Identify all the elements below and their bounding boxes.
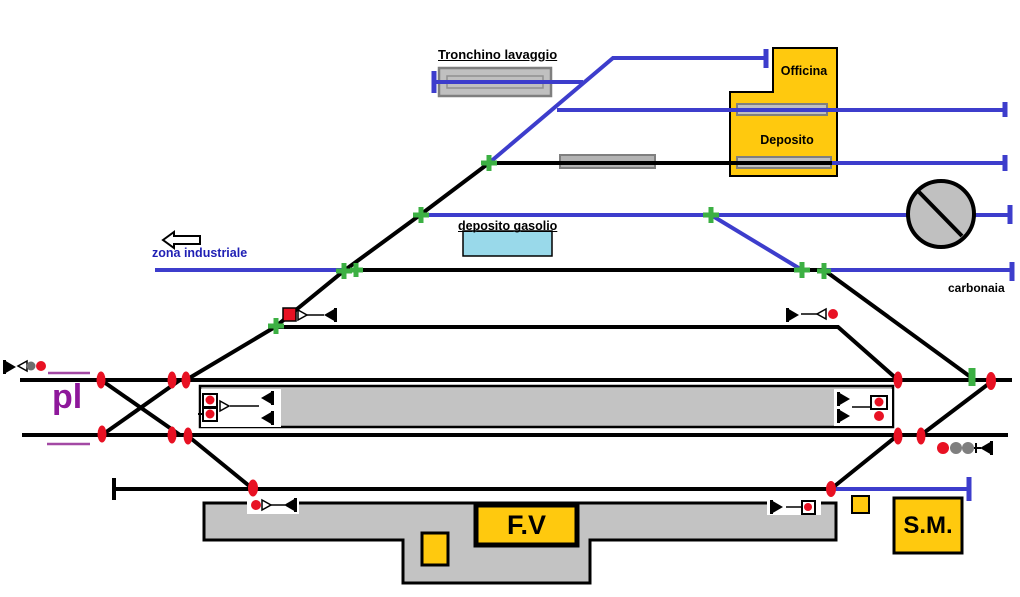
industrial-zone-label: zona industriale — [152, 246, 248, 260]
junction-marker — [794, 262, 810, 278]
junction-marker — [893, 371, 903, 389]
signal-icon-platform-track-west — [247, 497, 299, 514]
junction-marker — [413, 207, 429, 223]
junction-marker — [893, 427, 903, 445]
platform-lead-diagonal — [186, 434, 255, 491]
crossover-left — [99, 378, 182, 437]
junction-marker — [248, 479, 258, 497]
junction-marker — [181, 371, 191, 389]
junction-marker — [986, 372, 996, 390]
fuel-depot-box — [462, 230, 553, 257]
junction-marker — [336, 263, 352, 279]
buffer-stop-icons — [431, 49, 1015, 501]
signal-icon-main-right — [937, 441, 993, 455]
crossover-right — [829, 380, 993, 491]
fuel-depot-label: deposito gasolio — [458, 219, 558, 233]
junction-marker — [167, 371, 177, 389]
small-building — [420, 531, 450, 567]
signal-icon-platform-east — [834, 389, 892, 426]
top-spur-track — [487, 56, 764, 165]
junction-marker — [916, 427, 926, 445]
station-master-sign — [892, 496, 964, 555]
junction-marker — [183, 427, 193, 445]
signal-icon-main-left — [3, 360, 46, 374]
siding-track-1 — [276, 325, 900, 382]
island-platform — [198, 384, 895, 429]
station-master-label: S.M. — [903, 512, 953, 539]
junction-marker — [350, 263, 363, 277]
coal-yard-label: carbonaia — [948, 281, 1005, 295]
depot-label: Deposito — [760, 133, 814, 147]
junction-markers-red — [96, 371, 996, 497]
workshop-label: Officina — [780, 64, 828, 78]
junction-marker — [96, 371, 106, 389]
junction-marker — [268, 318, 284, 334]
junction-marker — [826, 481, 836, 497]
junction-markers-green — [268, 155, 976, 386]
passenger-building-sign — [473, 502, 580, 548]
turntable-icon — [906, 179, 976, 249]
siding-tracks — [155, 56, 1012, 491]
link-track — [709, 213, 804, 272]
junction-marker — [703, 207, 719, 223]
arrow-left-icon — [161, 230, 201, 250]
small-building — [851, 495, 870, 514]
level-crossing-marker — [47, 371, 90, 446]
junction-marker — [97, 425, 107, 443]
signal-icon-siding-west — [282, 307, 337, 322]
signal-icon-platform-west — [198, 389, 281, 427]
level-crossing-label: pl — [52, 378, 83, 416]
yard-exit-diagonal — [822, 268, 974, 380]
junction-marker — [817, 263, 831, 279]
passenger-building-label: F.V — [506, 510, 546, 540]
junction-marker — [481, 155, 497, 171]
signal-icon-platform-track-east — [767, 499, 821, 515]
signal-icon-siding-east — [786, 308, 838, 322]
wash-track-label: Tronchino lavaggio — [438, 47, 558, 62]
junction-marker — [167, 426, 177, 444]
